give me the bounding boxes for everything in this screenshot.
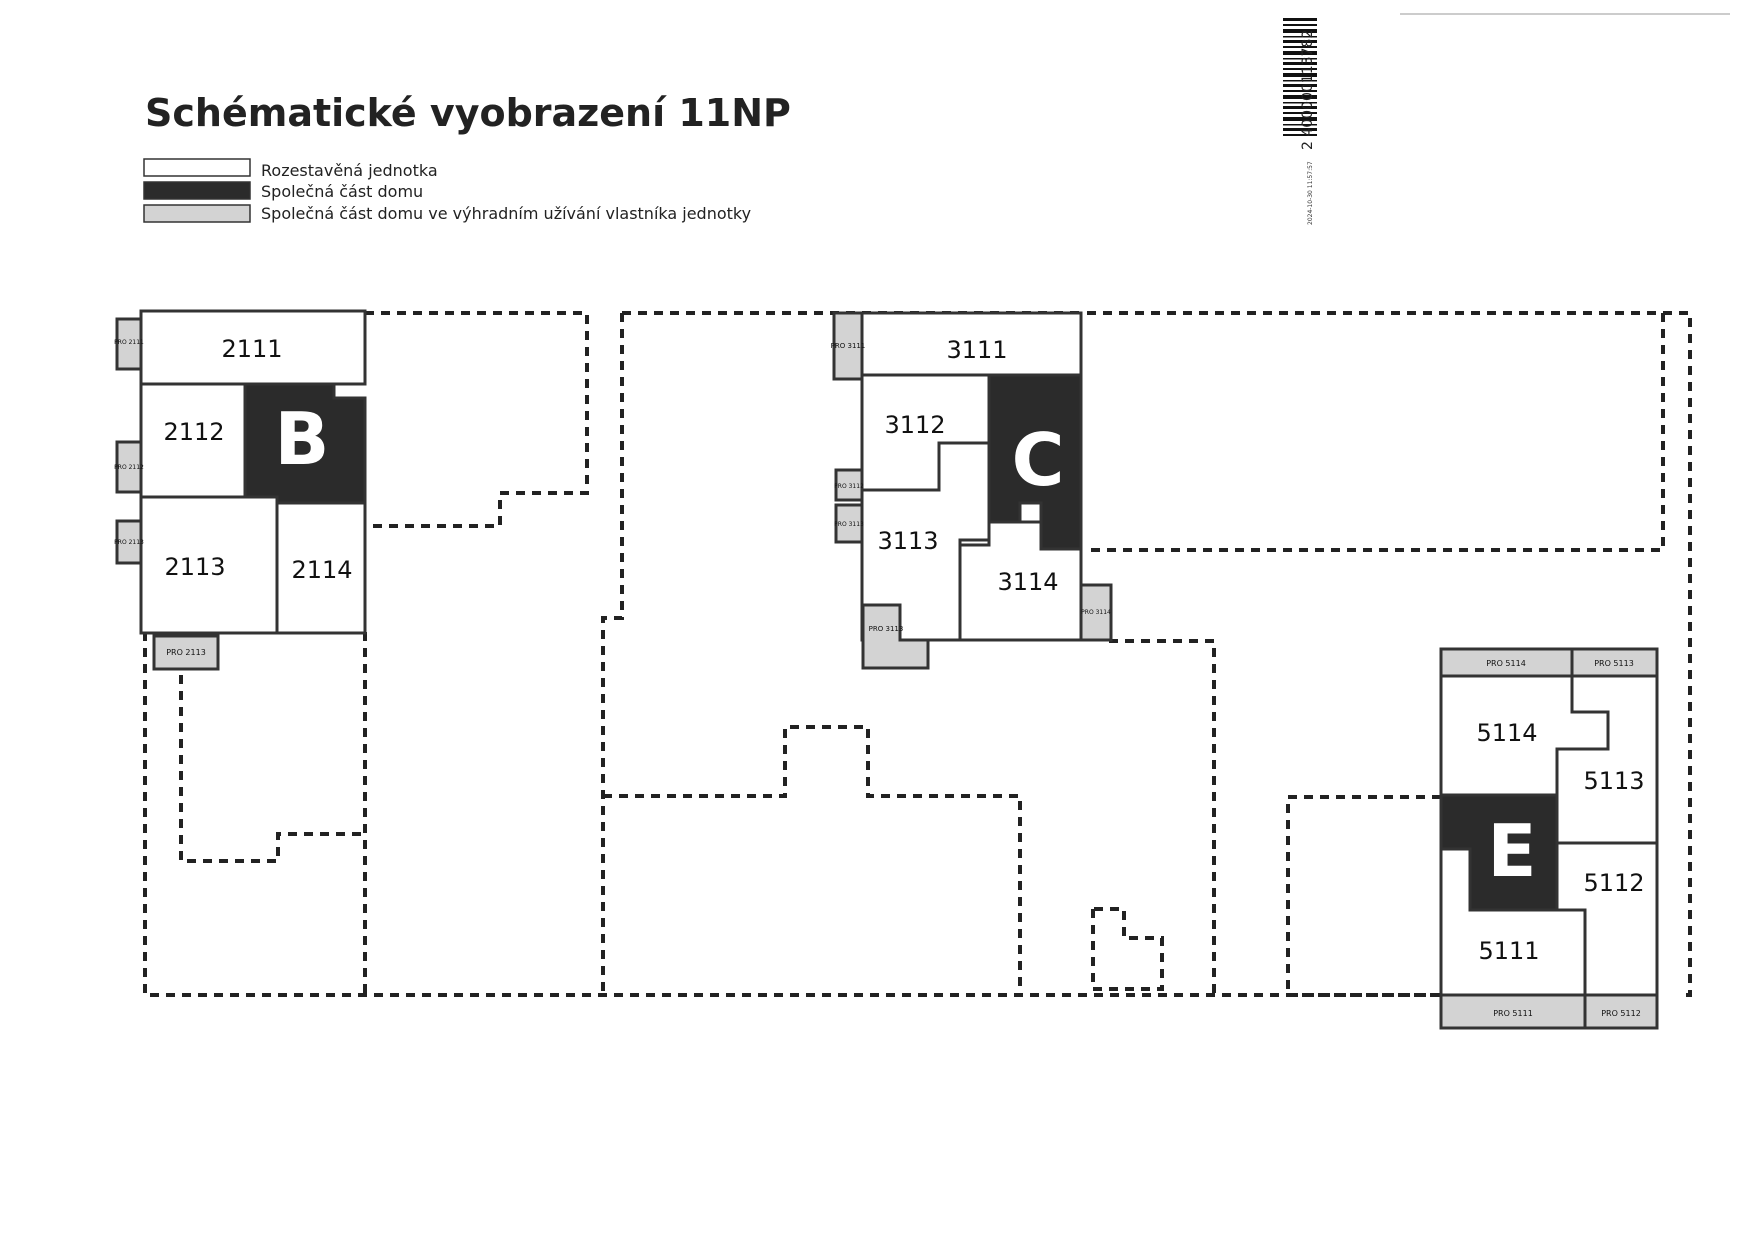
exclusive-5112[interactable]	[1583, 993, 1659, 1030]
stamp-date: 2024-10-30 11:57:57	[1307, 161, 1314, 225]
unit-label-5114: 5114	[1476, 719, 1537, 747]
exclusive-label-2112: PRO 2112	[114, 464, 144, 471]
building-label-c: C	[1012, 418, 1065, 502]
boundary-b-court	[179, 675, 365, 863]
exclusive-3114[interactable]	[1079, 583, 1113, 642]
building-b-labels: 2111 2112 2113 2114 B PRO 2111 PRO 2112 …	[114, 335, 352, 657]
exclusive-3113-bottom[interactable]	[861, 603, 930, 670]
common-area-c	[987, 373, 1083, 551]
exclusive-label-2111: PRO 2111	[114, 339, 144, 346]
barcode-number: 2 400000113782	[1300, 30, 1316, 150]
boundary-b-annex	[365, 311, 589, 528]
unit-label-2114: 2114	[291, 556, 352, 584]
barcode-bars	[1283, 18, 1317, 136]
unit-2111[interactable]	[139, 309, 367, 386]
exclusive-3111[interactable]	[832, 311, 864, 381]
boundary-c-right	[1109, 639, 1216, 995]
exclusive-label-5113: PRO 5113	[1594, 659, 1634, 668]
exclusive-label-3111: PRO 3111	[831, 342, 866, 350]
exclusive-2113-bottom[interactable]	[152, 634, 220, 671]
unit-label-5113: 5113	[1583, 767, 1644, 795]
exclusive-3112[interactable]	[834, 468, 864, 502]
exclusive-5111[interactable]	[1439, 993, 1587, 1030]
boundary-e-left	[1286, 795, 1442, 997]
exclusive-label-5111: PRO 5111	[1493, 1009, 1533, 1018]
unit-label-3113: 3113	[877, 527, 938, 555]
unit-5113[interactable]	[1555, 674, 1659, 845]
exclusive-2112[interactable]	[115, 440, 143, 494]
building-c-labels: 3111 3112 3113 3114 C PRO 3111 PRO 3112 …	[831, 336, 1111, 633]
unit-label-2112: 2112	[163, 418, 224, 446]
unit-label-2113: 2113	[164, 553, 225, 581]
unit-label-5112: 5112	[1583, 869, 1644, 897]
exclusive-label-3113-bottom: PRO 3113	[869, 625, 904, 633]
legend-label-unit: Rozestavěná jednotka	[261, 161, 438, 180]
exclusive-2111[interactable]	[115, 317, 143, 371]
building-label-b: B	[275, 397, 330, 481]
legend-swatch-exclusive	[143, 204, 251, 223]
exclusive-label-3113-side: PRO 3113	[834, 521, 864, 528]
boundary-bottom	[143, 632, 1615, 997]
boundary-small-shape	[1091, 907, 1164, 991]
building-c	[832, 311, 1113, 670]
legend-label-exclusive: Společná část domu ve výhradním užívání …	[261, 204, 751, 223]
unit-label-2111: 2111	[221, 335, 282, 363]
boundary-right	[1087, 311, 1692, 997]
unit-2114[interactable]	[275, 501, 367, 635]
unit-label-3111: 3111	[946, 336, 1007, 364]
boundary-inner	[603, 725, 1022, 995]
exclusive-label-2113-side: PRO 2113	[114, 539, 144, 546]
building-b	[115, 309, 367, 671]
exclusive-label-2113-bottom: PRO 2113	[166, 648, 206, 657]
unit-label-3112: 3112	[884, 411, 945, 439]
unit-2113[interactable]	[139, 495, 279, 635]
exclusive-3113-side[interactable]	[834, 503, 864, 544]
exclusive-label-5114: PRO 5114	[1486, 659, 1526, 668]
building-e	[1439, 647, 1659, 1030]
exclusive-label-5112: PRO 5112	[1601, 1009, 1641, 1018]
exclusive-2113-side[interactable]	[115, 519, 143, 565]
barcode-stamp: 2 400000113782 2024-10-30 11:57:57	[1283, 18, 1317, 225]
boundary-mid-left	[601, 313, 624, 995]
boundary-c-annex	[1087, 313, 1665, 552]
legend-swatch-common	[143, 181, 251, 200]
building-e-labels: 5114 5113 5112 5111 E PRO 5114 PRO 5113 …	[1476, 659, 1644, 1018]
exclusive-label-3112: PRO 3112	[834, 483, 864, 490]
legend: Rozestavěná jednotka Společná část domu …	[143, 158, 751, 223]
page-title: Schématické vyobrazení 11NP	[145, 91, 791, 135]
unit-3114[interactable]	[958, 520, 1083, 642]
exclusive-label-3114: PRO 3114	[1081, 609, 1111, 616]
legend-swatch-unit	[143, 158, 251, 177]
legend-label-common: Společná část domu	[261, 182, 423, 201]
unit-3111[interactable]	[860, 311, 1083, 377]
building-label-e: E	[1487, 809, 1536, 893]
unit-label-3114: 3114	[997, 568, 1058, 596]
unit-label-5111: 5111	[1478, 937, 1539, 965]
